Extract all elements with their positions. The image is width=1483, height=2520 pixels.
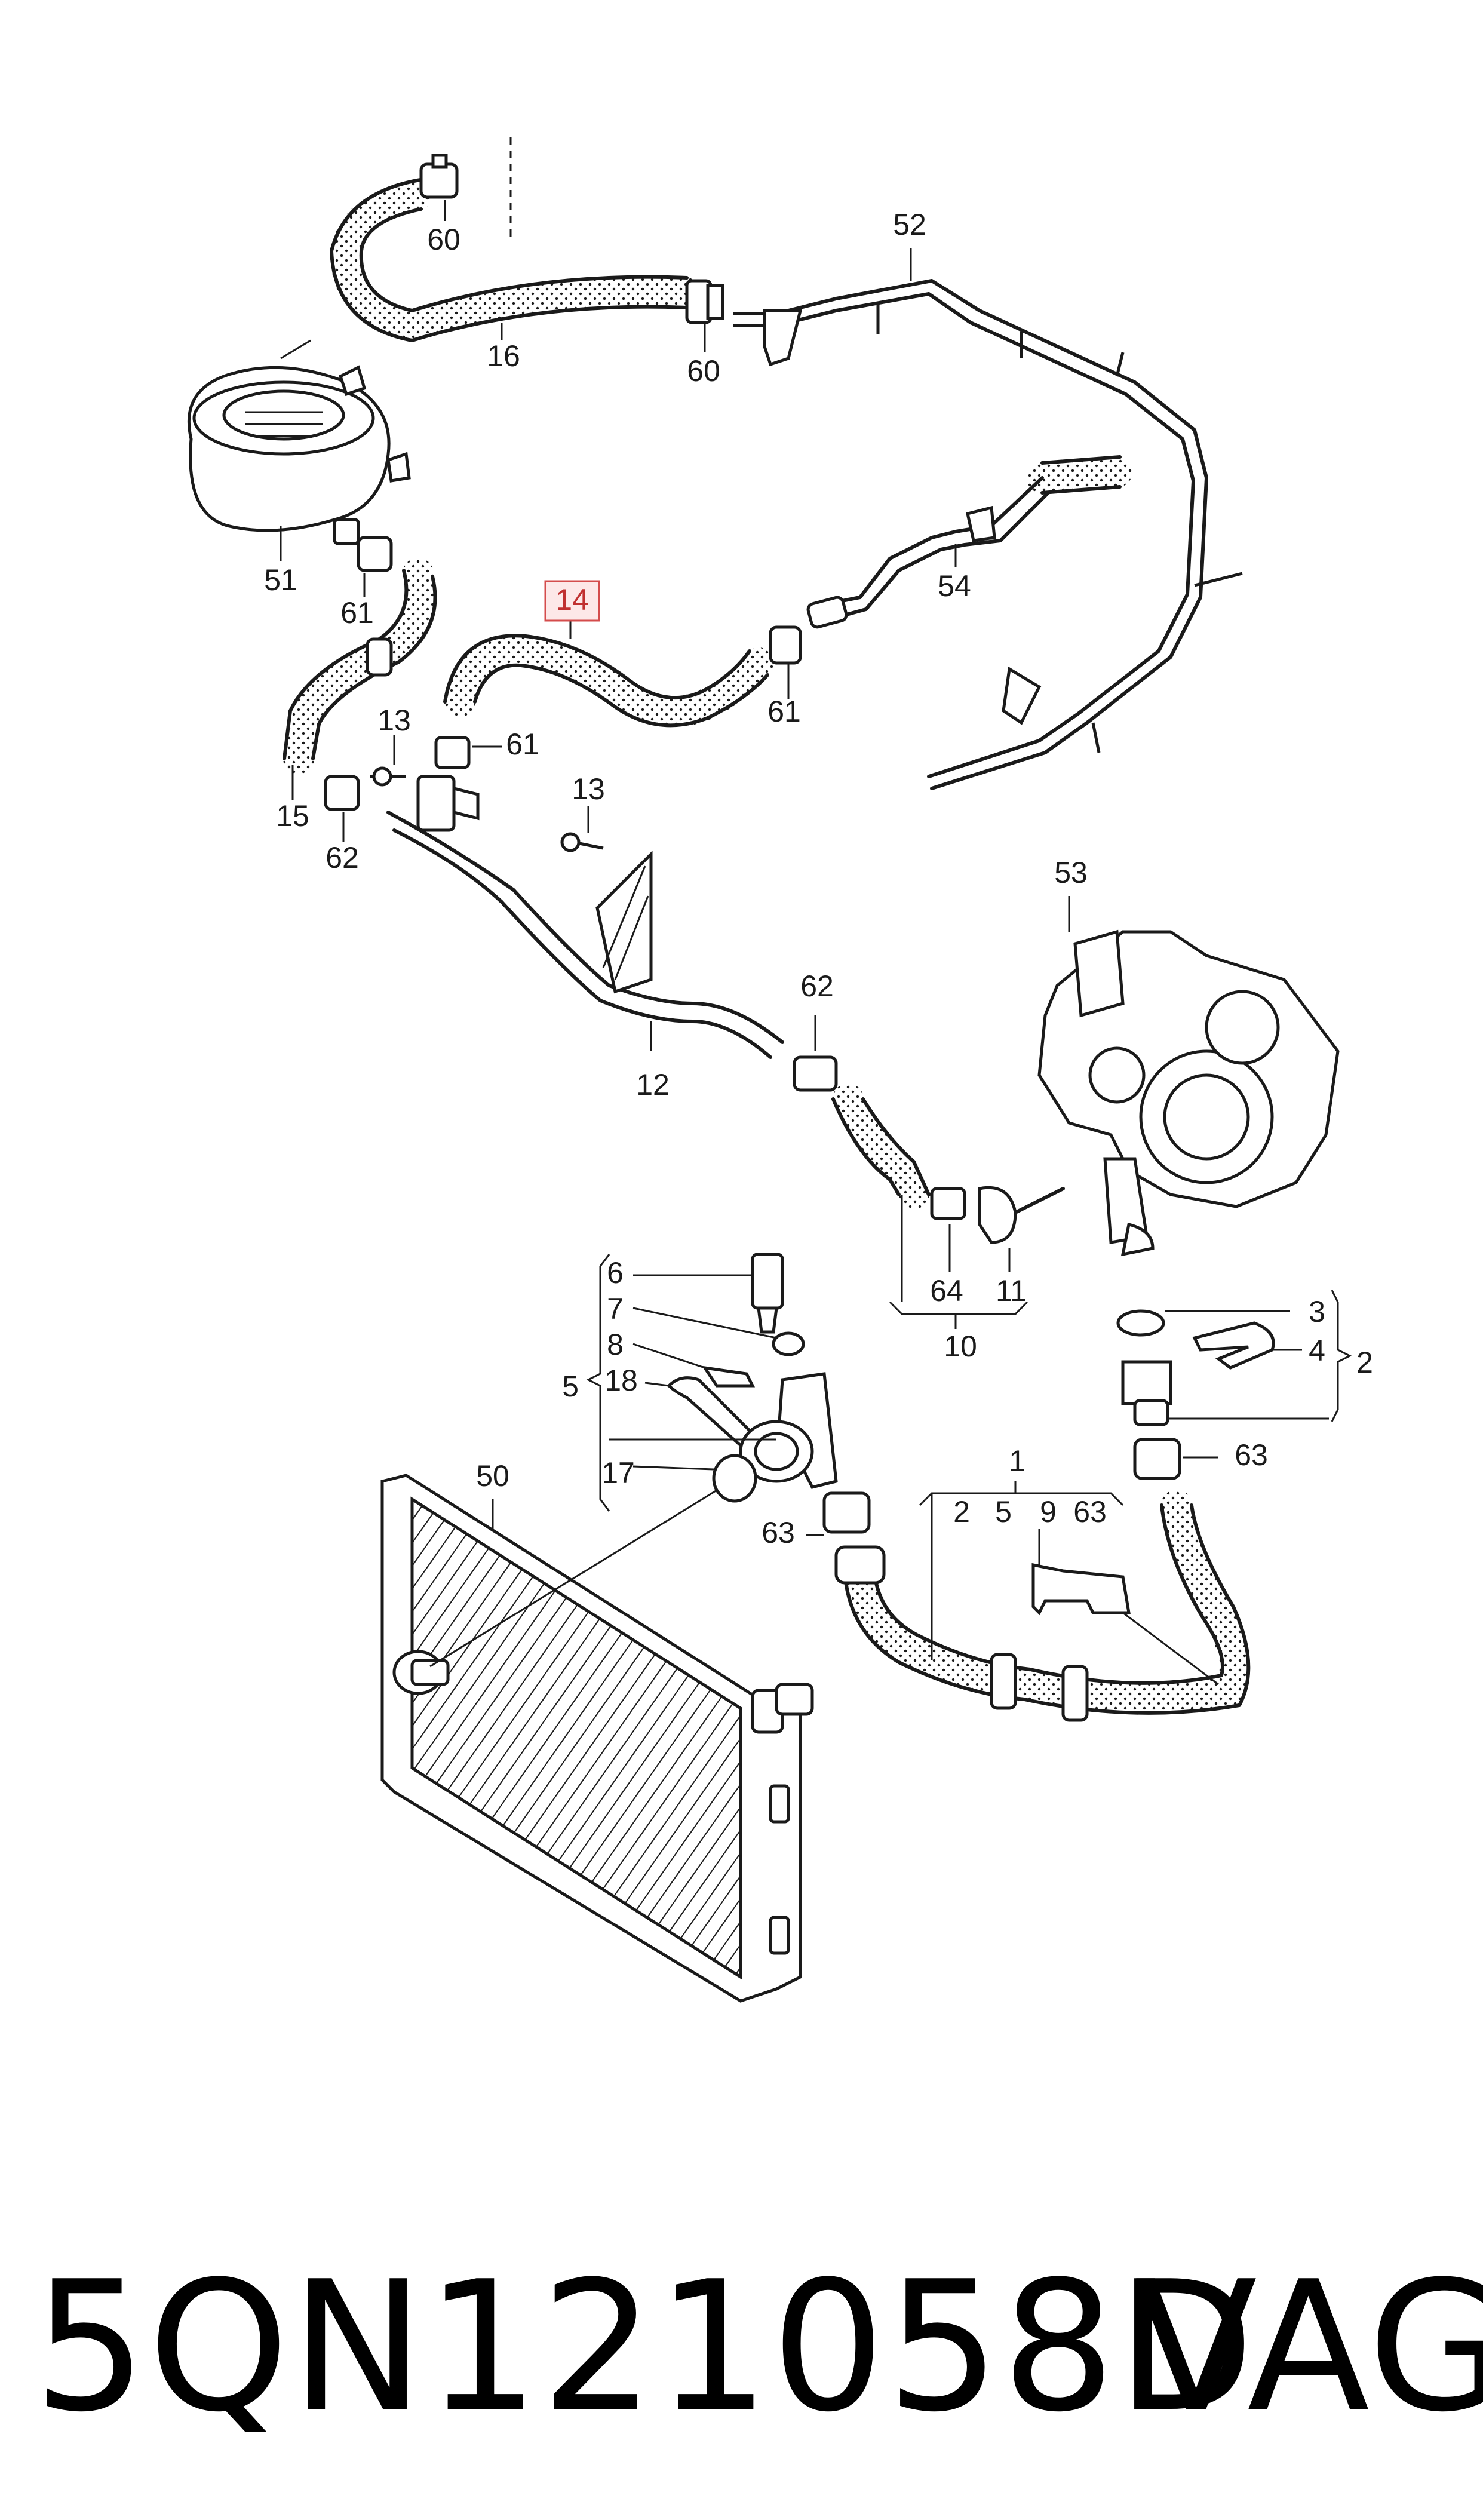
clip-4 bbox=[1192, 1321, 1275, 1370]
callout-5: 5 bbox=[562, 1370, 579, 1403]
callout-64: 64 bbox=[930, 1274, 963, 1307]
clip-18 bbox=[667, 1376, 755, 1448]
clamp-61-connector bbox=[434, 736, 471, 769]
hose-16 bbox=[330, 177, 702, 342]
callout-16: 16 bbox=[487, 339, 520, 373]
callout-61-14: 61 bbox=[767, 695, 801, 728]
group-1-item-9: 9 bbox=[1040, 1495, 1057, 1528]
callout-17: 17 bbox=[601, 1456, 635, 1490]
callout-14: 14 bbox=[555, 583, 589, 616]
callout-1: 1 bbox=[1009, 1444, 1025, 1478]
leader-7 bbox=[632, 1307, 777, 1339]
clamp-60-upper bbox=[419, 154, 459, 199]
hose-15 bbox=[283, 536, 437, 774]
callout-62-left: 62 bbox=[326, 841, 359, 874]
group-1-item-5: 5 bbox=[995, 1495, 1012, 1528]
callout-50: 50 bbox=[476, 1459, 509, 1493]
group-1-item-63: 63 bbox=[1073, 1495, 1107, 1528]
callout-60-upper: 60 bbox=[427, 223, 460, 256]
pipe-54 bbox=[806, 455, 1132, 629]
leader-18 bbox=[644, 1382, 670, 1387]
callout-4: 4 bbox=[1309, 1334, 1325, 1367]
hose-14 bbox=[443, 625, 802, 728]
o-ring-7 bbox=[772, 1331, 805, 1356]
leader-8 bbox=[632, 1343, 705, 1369]
highlight-box-14 bbox=[544, 580, 600, 622]
callout-12: 12 bbox=[636, 1068, 670, 1101]
callout-63-right: 63 bbox=[1235, 1438, 1268, 1472]
callout-13-right: 13 bbox=[572, 772, 605, 806]
callout-15: 15 bbox=[276, 799, 309, 833]
clamp-60-right bbox=[685, 279, 724, 324]
clamp-63-right bbox=[1133, 1438, 1181, 1480]
callout-18: 18 bbox=[604, 1364, 638, 1397]
callout-6: 6 bbox=[607, 1256, 624, 1290]
o-ring-3 bbox=[1116, 1309, 1165, 1337]
leader-9-right bbox=[1122, 1612, 1219, 1686]
leader-51-upper bbox=[280, 339, 311, 360]
flange-neck bbox=[1133, 1399, 1169, 1426]
bracket-1 bbox=[919, 1492, 1124, 1506]
bracket-5 bbox=[586, 1254, 610, 1512]
callout-61-tank: 61 bbox=[340, 596, 374, 630]
leader-17-radiator bbox=[429, 1489, 717, 1668]
callout-10: 10 bbox=[944, 1330, 977, 1363]
bolt-13-right bbox=[560, 832, 604, 852]
callout-13-left: 13 bbox=[377, 704, 411, 737]
callout-7: 7 bbox=[607, 1292, 624, 1325]
expansion-tank-51 bbox=[187, 365, 411, 545]
callout-61-connector: 61 bbox=[506, 728, 539, 761]
callout-52: 52 bbox=[893, 208, 926, 241]
hose-11-64 bbox=[793, 1055, 1065, 1244]
o-ring-17 bbox=[712, 1454, 757, 1503]
flange-2 bbox=[1121, 1360, 1172, 1405]
group-1-item-2: 2 bbox=[953, 1495, 970, 1528]
temp-sensor-6 bbox=[751, 1253, 784, 1334]
bolt-13-left bbox=[370, 766, 406, 787]
clamp-62-left bbox=[324, 775, 360, 811]
callout-53: 53 bbox=[1054, 856, 1088, 889]
callout-11: 11 bbox=[996, 1274, 1027, 1307]
callout-62-right: 62 bbox=[800, 969, 834, 1003]
pipe-52 bbox=[733, 279, 1243, 790]
callout-54: 54 bbox=[938, 569, 971, 603]
hose-12 bbox=[386, 775, 784, 1059]
hose-1 bbox=[834, 1490, 1251, 1722]
clip-8 bbox=[701, 1365, 756, 1388]
coolant-flange-5 bbox=[739, 1372, 838, 1489]
callout-2: 2 bbox=[1356, 1346, 1373, 1379]
callout-60-right: 60 bbox=[687, 354, 720, 388]
bracket-2 bbox=[1331, 1290, 1352, 1422]
bracket-10 bbox=[889, 1301, 1028, 1315]
thermostat-housing-53 bbox=[1037, 929, 1340, 1257]
callout-3: 3 bbox=[1309, 1295, 1325, 1328]
part-number-caption: 5QN121058D bbox=[33, 2243, 1256, 2451]
brand-caption: VAG bbox=[1135, 2243, 1483, 2451]
callout-8: 8 bbox=[607, 1328, 624, 1361]
callout-63-left: 63 bbox=[762, 1516, 795, 1549]
leader-17 bbox=[632, 1465, 714, 1471]
clamp-63-left bbox=[822, 1491, 871, 1534]
callout-51: 51 bbox=[264, 563, 297, 597]
radiator-50 bbox=[380, 1474, 814, 2003]
